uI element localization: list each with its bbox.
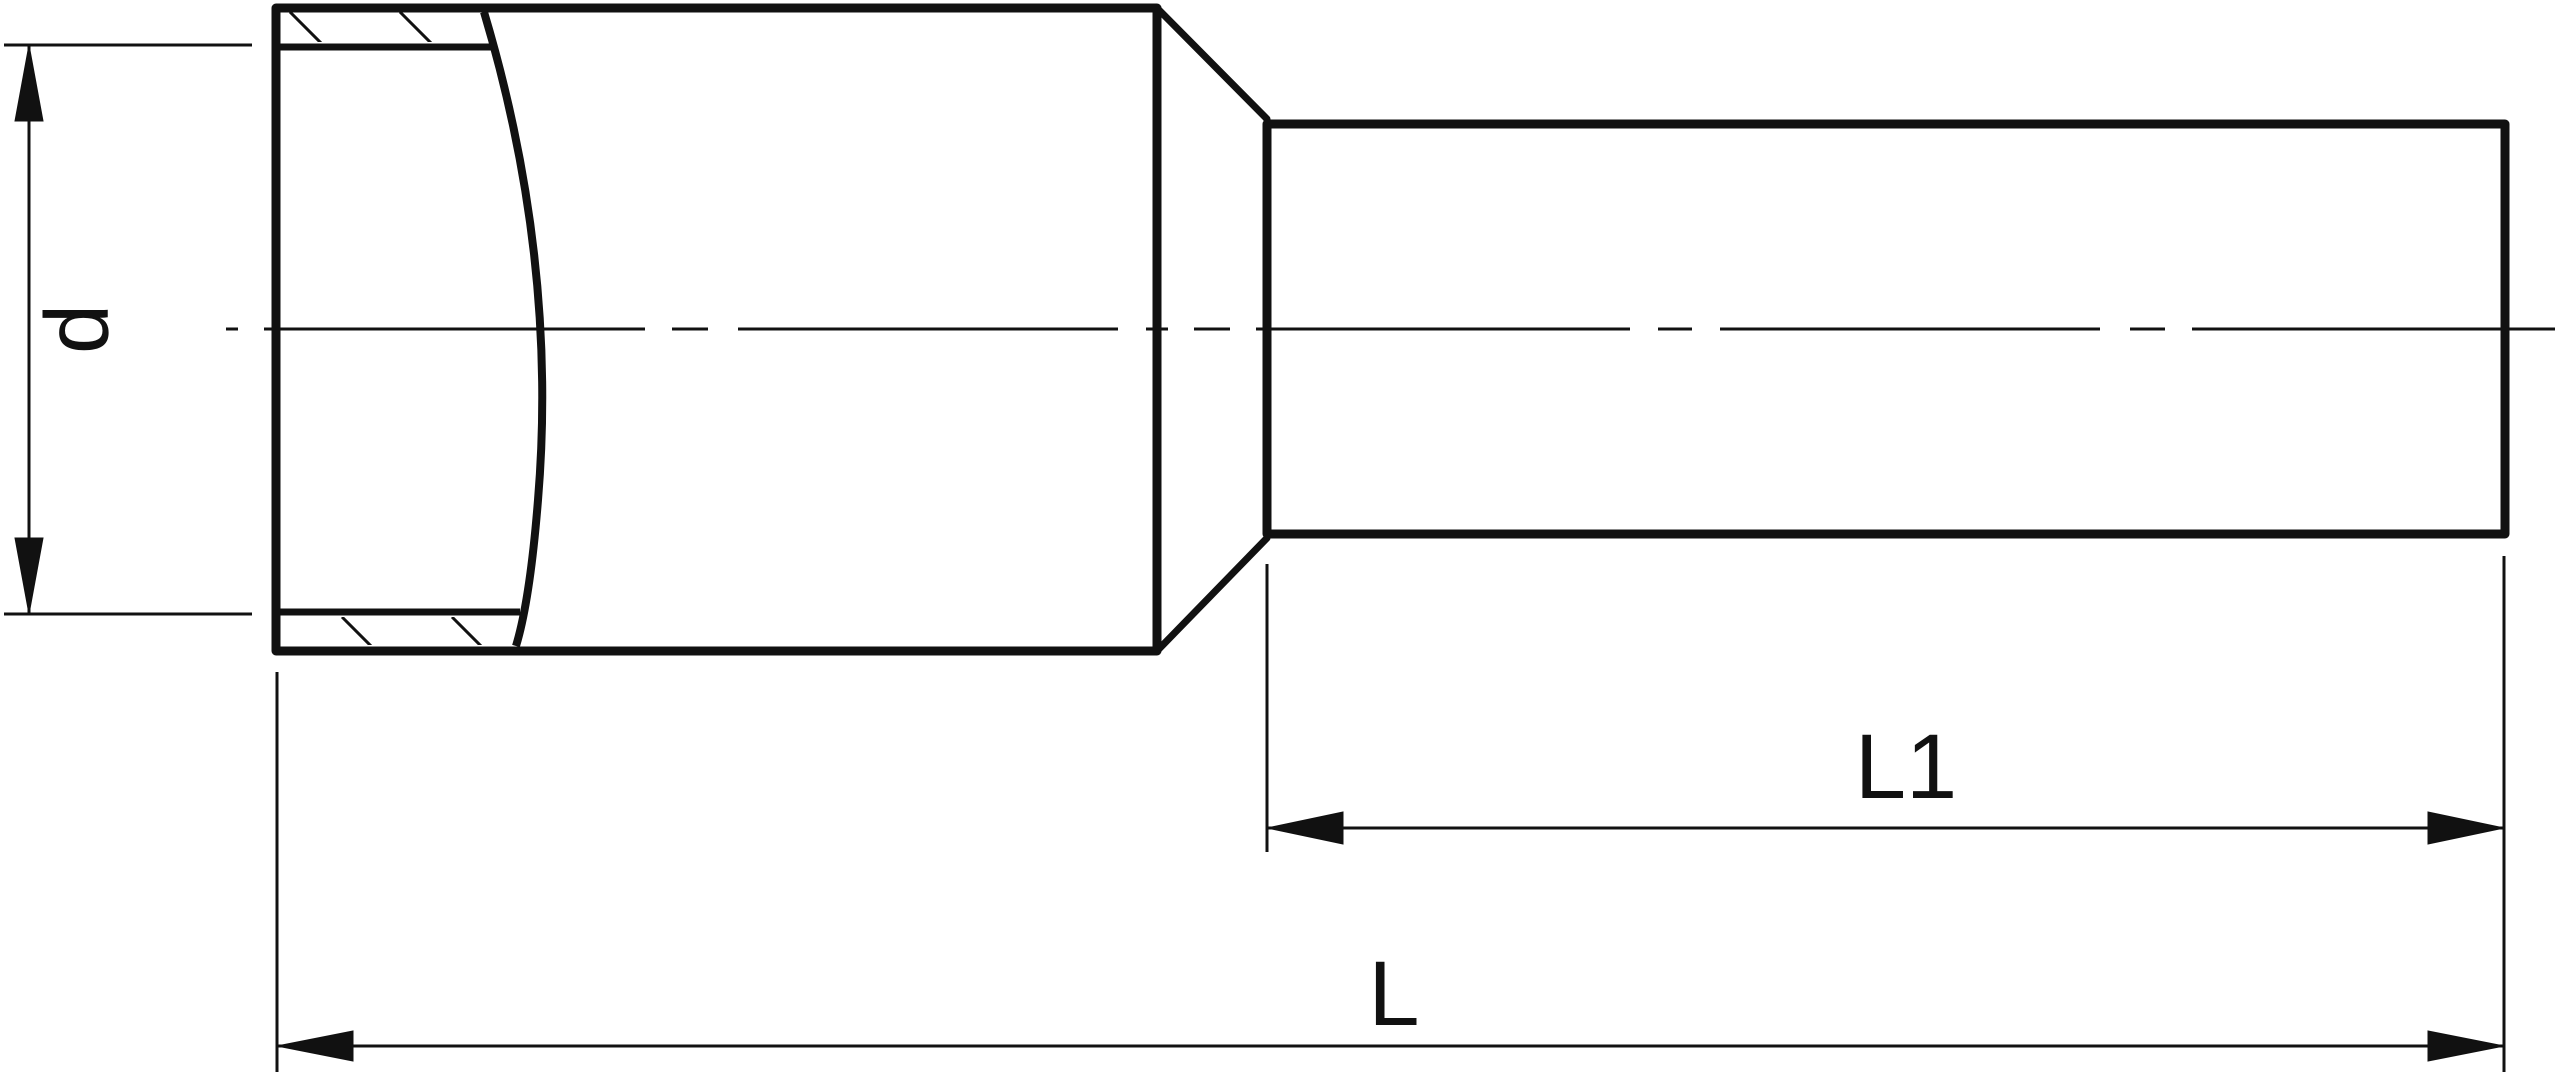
l1-dimension xyxy=(1265,556,2506,1072)
hatching-top xyxy=(288,12,433,42)
hatching-bottom xyxy=(340,617,483,645)
length-tube-l1-label: L1 xyxy=(1855,716,1957,818)
diameter-label: d xyxy=(28,304,128,354)
arrow-right-icon xyxy=(2427,811,2505,845)
arrow-left-icon xyxy=(276,1030,354,1062)
arrow-right-icon xyxy=(2427,1030,2505,1062)
diameter-dimension xyxy=(4,43,252,616)
l-dimension xyxy=(275,672,2505,1072)
arrow-left-icon xyxy=(1266,811,1344,845)
arrow-up-icon xyxy=(14,44,44,122)
collar-body xyxy=(271,3,1162,656)
metal-tube xyxy=(1262,119,2510,539)
arrow-down-icon xyxy=(14,537,44,615)
length-tube-label: L xyxy=(1368,943,1419,1045)
